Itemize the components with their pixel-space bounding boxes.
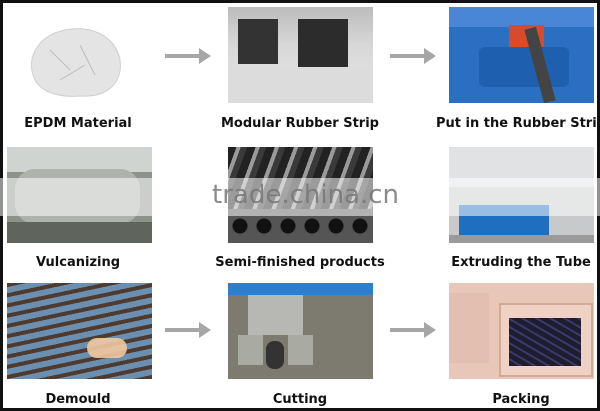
watermark-text: trade.china.cn xyxy=(212,180,400,210)
step-label: Vulcanizing xyxy=(35,255,121,270)
step-label: Demould xyxy=(45,392,111,407)
extruder-machine-photo xyxy=(449,7,594,103)
packing-boxes-photo xyxy=(449,283,594,379)
epdm-material-photo xyxy=(25,20,125,100)
cutting-machine-photo xyxy=(228,283,373,379)
step-label: Put in the Rubber Strip xyxy=(436,116,600,131)
arrow-right-icon xyxy=(165,48,211,64)
step-label: Cutting xyxy=(272,392,328,407)
rubber-strip-rack-photo xyxy=(228,7,373,103)
step-label: Modular Rubber Strip xyxy=(221,116,379,131)
step-label: EPDM Material xyxy=(24,116,132,131)
watermark-band xyxy=(0,178,600,216)
demould-photo xyxy=(7,283,152,379)
arrow-right-icon xyxy=(390,322,436,338)
step-label: Packing xyxy=(492,392,550,407)
arrow-right-icon xyxy=(165,322,211,338)
step-label: Semi-finished products xyxy=(215,255,385,270)
arrow-right-icon xyxy=(390,48,436,64)
step-label: Extruding the Tube xyxy=(451,255,591,270)
